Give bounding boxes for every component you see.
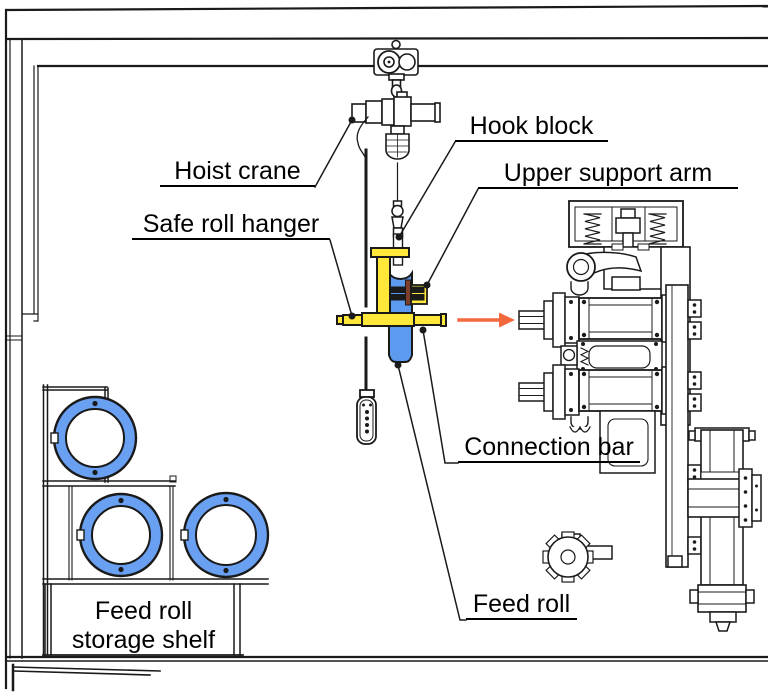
roll-stand-machine	[518, 200, 762, 632]
output-shaft-assembly	[667, 427, 762, 632]
feed-roll-leader	[397, 364, 467, 621]
shelf-base-box	[44, 583, 241, 657]
leader-lines	[313, 118, 480, 621]
wall-pilaster	[21, 65, 39, 322]
upper-support-arm-label: Upper support arm	[478, 160, 738, 189]
lower-roll-shaft	[518, 364, 677, 420]
upper-roll-shaft	[518, 292, 677, 348]
hook-block-label: Hook block	[455, 113, 608, 142]
storage-shelf-label: Feed roll storage shelf	[51, 597, 236, 655]
safe-roll-hanger-leader	[329, 239, 353, 317]
feed-roll-ring-1	[50, 395, 138, 481]
upper-support-arm-drawing	[389, 279, 428, 306]
storage-shelf-label-line1: Feed roll	[94, 597, 193, 625]
feed-roll-ring-2	[76, 492, 164, 578]
rocker-arm	[566, 251, 643, 291]
shelf-lower-surface	[42, 578, 269, 585]
upper-support-arm-leader	[425, 187, 480, 287]
gear	[542, 531, 613, 583]
hoist-trolley	[373, 39, 419, 98]
feed-roll-ring-3	[180, 491, 270, 579]
flange-bolt-pads	[687, 299, 702, 555]
connection-bar-label: Connection bar	[458, 434, 640, 463]
shelf-left-post	[42, 384, 49, 656]
room-structure	[4, 4, 768, 692]
spring-right	[648, 213, 667, 245]
leader-dots	[348, 116, 431, 369]
hook-block-leader	[397, 140, 457, 239]
safe-roll-hanger-label: Safe roll hanger	[132, 211, 330, 240]
hoist-crane-label: Hoist crane	[160, 158, 315, 187]
feed-roll-label: Feed roll	[466, 591, 577, 620]
hoist-crane-leader	[313, 118, 354, 189]
mid-housing-plate	[560, 340, 663, 373]
hoist-body	[351, 91, 441, 127]
spring-left	[583, 213, 602, 245]
pendant-control	[356, 389, 377, 445]
transfer-arrow-icon	[457, 312, 515, 328]
adjust-screw-top	[620, 208, 636, 219]
connection-bar-leader	[422, 329, 459, 464]
storage-shelf-label-line2: storage shelf	[71, 626, 216, 654]
chain-container	[385, 125, 410, 160]
pendant-cable	[356, 116, 369, 392]
hook-block-drawing	[391, 200, 404, 238]
